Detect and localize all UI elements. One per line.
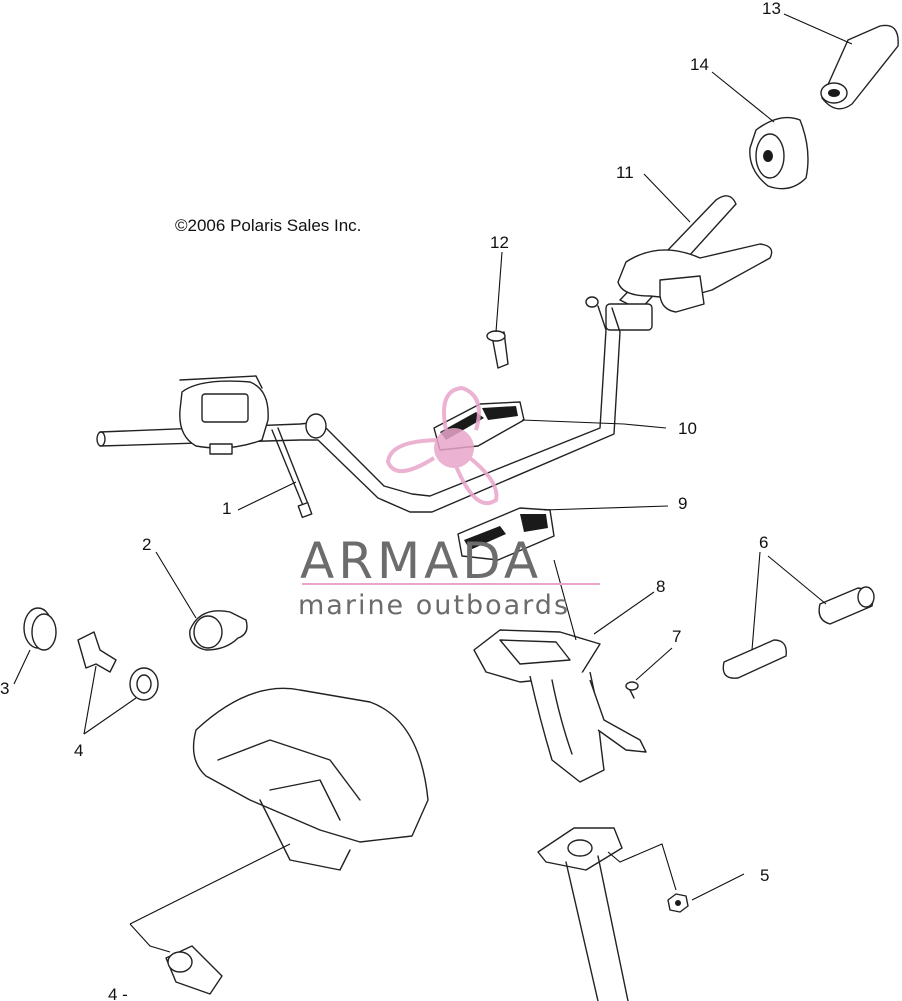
watermark-name: ARMADA [300, 532, 542, 590]
part-2-grommet [189, 610, 248, 651]
steering-post [537, 827, 629, 1001]
part-12-bolt [486, 330, 509, 369]
callout-7: 7 [672, 627, 681, 646]
callout-2: 2 [142, 535, 151, 554]
propeller-logo-icon [385, 385, 499, 506]
part-5-nut [667, 893, 689, 913]
part-4-ignition-switch [165, 945, 223, 995]
part-6-pins [722, 586, 875, 679]
part-9-lower-clamp [457, 507, 555, 561]
watermark-tagline: marine outboards [298, 590, 570, 621]
callout-13: 13 [762, 0, 781, 18]
part-3-grommet [23, 607, 57, 651]
armada-watermark: ARMADA marine outboards [298, 385, 600, 621]
watermark-divider [302, 583, 600, 585]
leader-lines [13, 13, 853, 953]
callout-14: 14 [690, 55, 709, 74]
part-8-bracket [473, 629, 647, 783]
part-1-cable-tie [271, 427, 313, 519]
callout-4-lower: 4 - [108, 985, 128, 1001]
instrument-pod [179, 375, 269, 455]
part-4-key-switch [77, 631, 159, 701]
part-11-lever-assembly [585, 195, 773, 331]
part-7-screw [625, 681, 639, 699]
callout-9: 9 [678, 494, 687, 513]
callout-11: 11 [616, 163, 634, 182]
callout-8: 8 [656, 577, 665, 596]
copyright-text: ©2006 Polaris Sales Inc. [175, 216, 361, 235]
callout-10: 10 [678, 419, 697, 438]
callout-1: 1 [222, 499, 231, 518]
callout-3: 3 [0, 679, 9, 698]
part-13-grip [820, 24, 899, 110]
callout-5: 5 [760, 866, 769, 885]
callouts: 1 2 3 4 4 - 5 6 7 8 9 10 11 12 13 14 [0, 0, 781, 1001]
part-10-handlebar [96, 305, 621, 513]
callout-4-upper: 4 [74, 741, 83, 760]
console-body [192, 687, 429, 871]
callout-6: 6 [759, 533, 768, 552]
callout-12: 12 [490, 233, 509, 252]
part-14-end-cap [749, 116, 809, 190]
